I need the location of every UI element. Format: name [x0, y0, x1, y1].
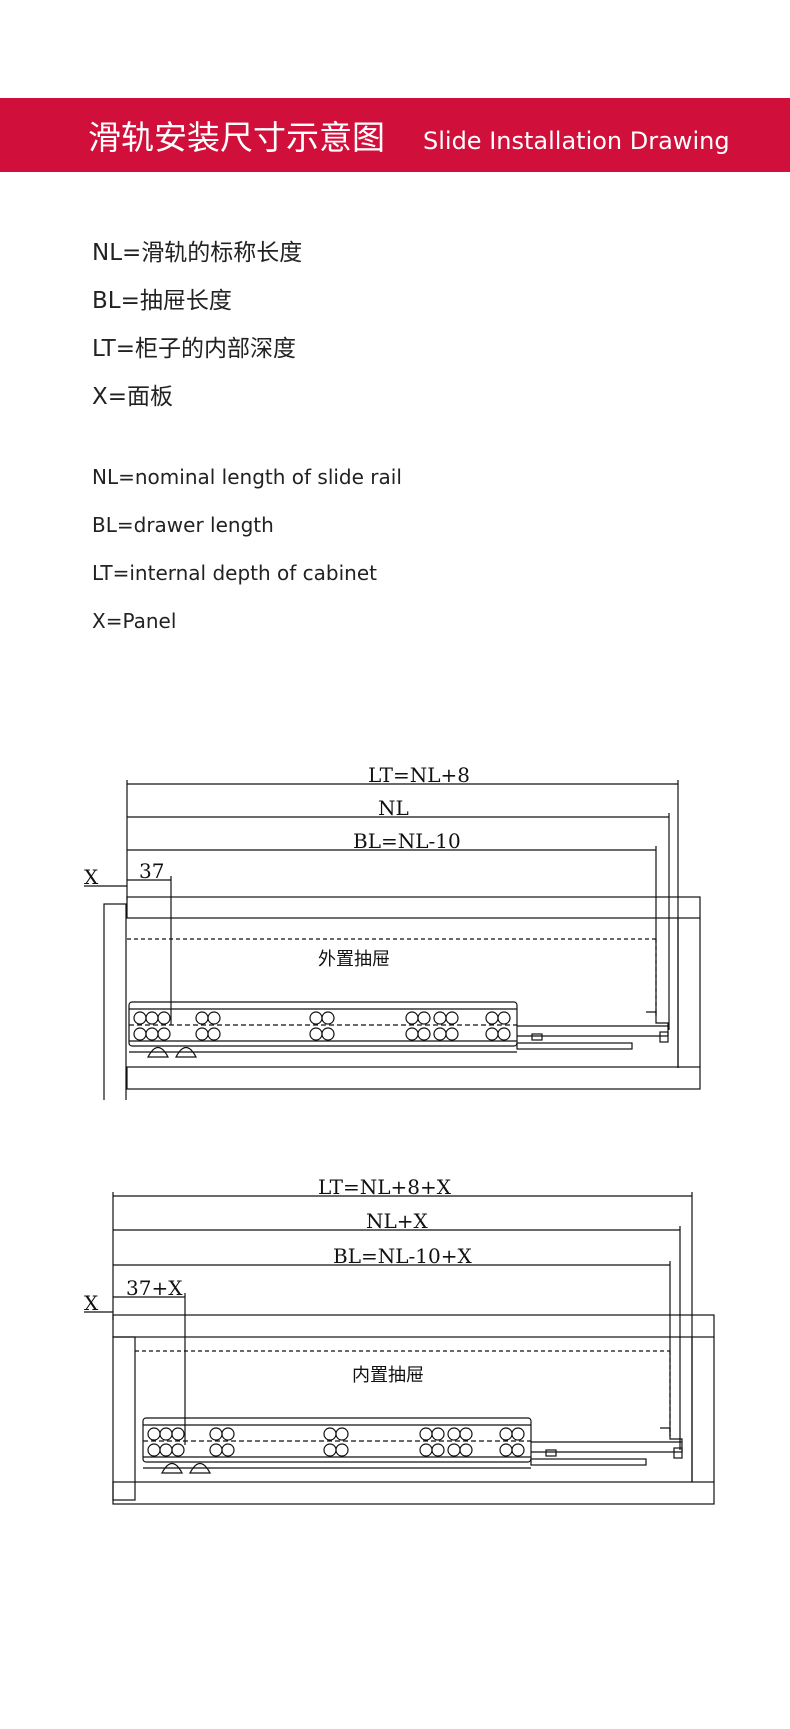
dimension-offset: 37+X: [126, 1276, 183, 1300]
dimension-bl: BL=NL-10+X: [333, 1244, 472, 1268]
definition-lt-zh: LT=柜子的内部深度: [92, 336, 296, 362]
diagram-internal-drawer: LT=NL+8+X NL+X BL=NL-10+X 37+X X 内置抽屉: [84, 1175, 715, 1505]
definition-x-en: X=Panel: [92, 609, 177, 633]
panel-label: X: [84, 865, 99, 889]
dimension-lt: LT=NL+8: [368, 763, 470, 787]
diagram-external-drawer: LT=NL+8 NL BL=NL-10 37 X 外置抽屉: [84, 763, 701, 1100]
definition-x-zh: X=面板: [92, 384, 174, 410]
dimension-lt: LT=NL+8+X: [318, 1175, 452, 1199]
definition-bl-zh: BL=抽屉长度: [92, 288, 232, 314]
definition-nl-zh: NL=滑轨的标称长度: [92, 240, 303, 266]
page-title-zh: 滑轨安装尺寸示意图: [88, 118, 385, 157]
panel-label: X: [84, 1291, 99, 1315]
dimension-nl: NL+X: [366, 1209, 429, 1233]
drawer-label: 外置抽屉: [318, 949, 390, 970]
dimension-bl: BL=NL-10: [353, 829, 461, 853]
page-title-en: Slide Installation Drawing: [423, 127, 730, 155]
definition-lt-en: LT=internal depth of cabinet: [92, 561, 377, 585]
definition-bl-en: BL=drawer length: [92, 513, 274, 537]
drawer-label: 内置抽屉: [352, 1365, 424, 1386]
title-banner: [0, 98, 790, 172]
dimension-nl: NL: [378, 796, 409, 820]
dimension-offset: 37: [139, 859, 164, 883]
definition-nl-en: NL=nominal length of slide rail: [92, 465, 402, 489]
